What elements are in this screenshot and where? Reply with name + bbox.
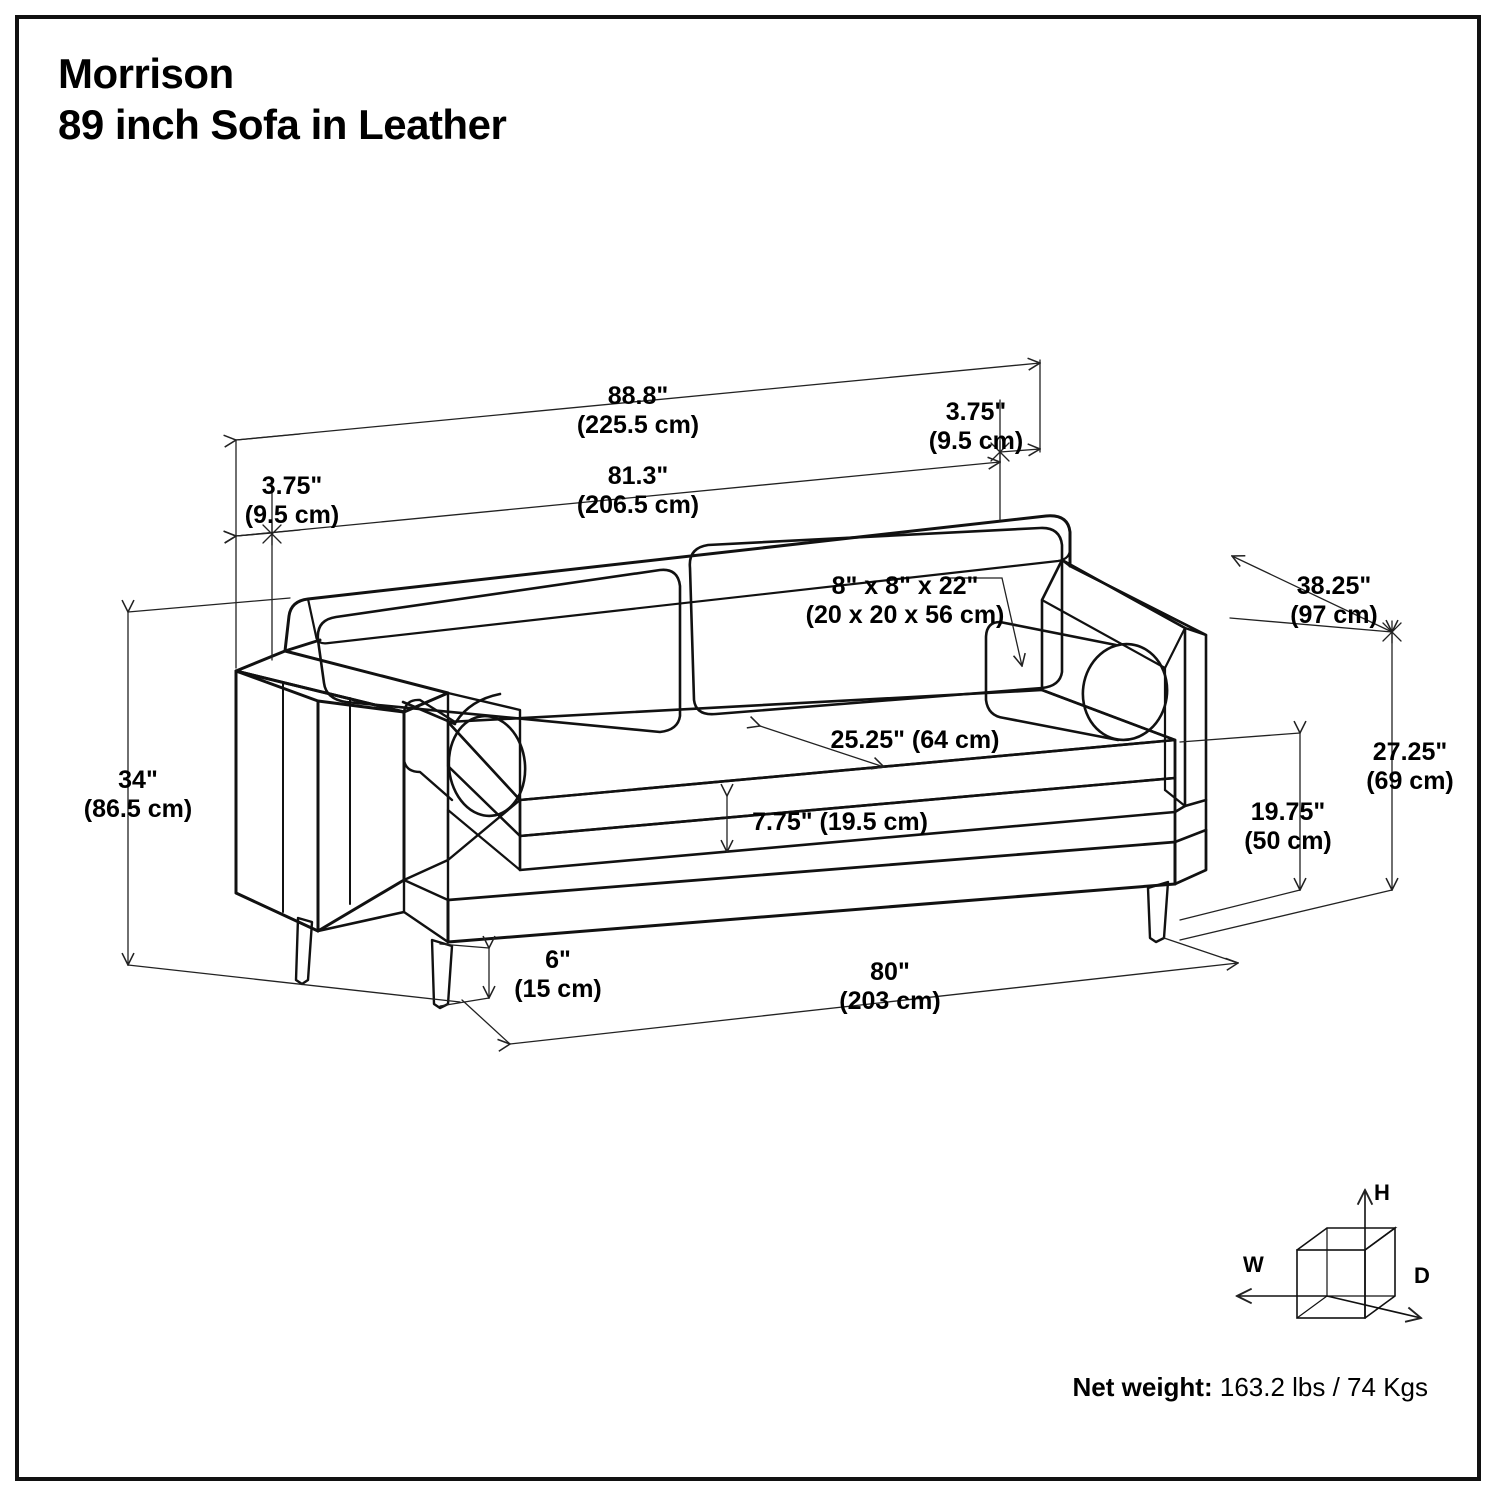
axis-legend-cube [1237, 1190, 1421, 1318]
dimline-arm-right [999, 449, 1040, 452]
dimension-label-inner-width: 81.3" (206.5 cm) [576, 462, 700, 519]
dimline-base-depth [510, 963, 1238, 1044]
axis-label-height: H [1374, 1180, 1390, 1205]
net-weight: Net weight: 163.2 lbs / 74 Kgs [1073, 1372, 1428, 1403]
dimension-label-bolster-pillow: 8" x 8" x 22" (20 x 20 x 56 cm) [805, 572, 1005, 629]
dimline-depth [1232, 556, 1393, 633]
ext-base-depth-right [1163, 937, 1239, 964]
net-weight-value: 163.2 lbs / 74 Kgs [1219, 1372, 1428, 1402]
ext-leg-top [439, 943, 490, 949]
net-weight-label: Net weight: [1072, 1372, 1213, 1402]
sofa-illustration [234, 514, 1208, 1010]
dimension-label-arm-height: 27.25" (69 cm) [1366, 738, 1454, 795]
dimline-arm-left [236, 533, 273, 536]
dimension-label-overall-depth: 38.25" (97 cm) [1290, 572, 1378, 629]
ext-height-top [127, 597, 291, 613]
dimline-inner-width [235, 462, 1000, 537]
dimline-overall-width-arrow [236, 433, 301, 440]
sofa-seat-cushion [446, 688, 1177, 872]
dimline-depth-lower [1229, 617, 1393, 633]
ext-seat-height-bottom [1179, 889, 1301, 921]
dimension-label-seat-height: 19.75" (50 cm) [1244, 798, 1332, 855]
dimension-label-leg-height: 6" (15 cm) [514, 946, 602, 1003]
dimension-label-seat-cushion-thickness: 7.75" (19.5 cm) [752, 808, 928, 836]
leader-bolster-callout [949, 577, 1022, 666]
sofa-legs [294, 880, 1170, 1010]
page-title: Morrison 89 inch Sofa in Leather [58, 48, 958, 150]
dimline-seat-depth [760, 726, 884, 767]
sofa-back-cushions [316, 526, 1064, 734]
ext-seat-height-top [1179, 732, 1301, 743]
axis-depth-arrow [1326, 1295, 1421, 1318]
dimension-label-seat-depth: 25.25" (64 cm) [830, 726, 1000, 754]
dimension-label-overall-height: 34" (86.5 cm) [83, 766, 193, 823]
axis-label-depth: D [1414, 1263, 1430, 1288]
ext-base-depth-left [461, 999, 511, 1045]
dimension-label-arm-width-left: 3.75" (9.5 cm) [244, 472, 340, 529]
dimension-lines [127, 360, 1402, 1045]
sofa-left-arm [234, 649, 522, 933]
dimension-label-arm-width-right: 3.75" (9.5 cm) [928, 398, 1024, 455]
ext-arm-height-bottom [1179, 889, 1393, 941]
sofa-bolster-pillows [401, 620, 1169, 818]
dimension-label-overall-width: 88.8" (225.5 cm) [576, 382, 700, 439]
dimline-overall-width [235, 363, 1040, 441]
sofa-base [234, 808, 1177, 944]
ext-height-bottom [127, 964, 461, 1003]
product-name: Morrison [58, 50, 234, 97]
dimension-label-base-depth: 80" (203 cm) [839, 958, 941, 1015]
sofa-right-arm [1040, 558, 1208, 886]
axis-label-width: W [1243, 1252, 1264, 1277]
product-subtitle: 89 inch Sofa in Leather [58, 101, 507, 149]
